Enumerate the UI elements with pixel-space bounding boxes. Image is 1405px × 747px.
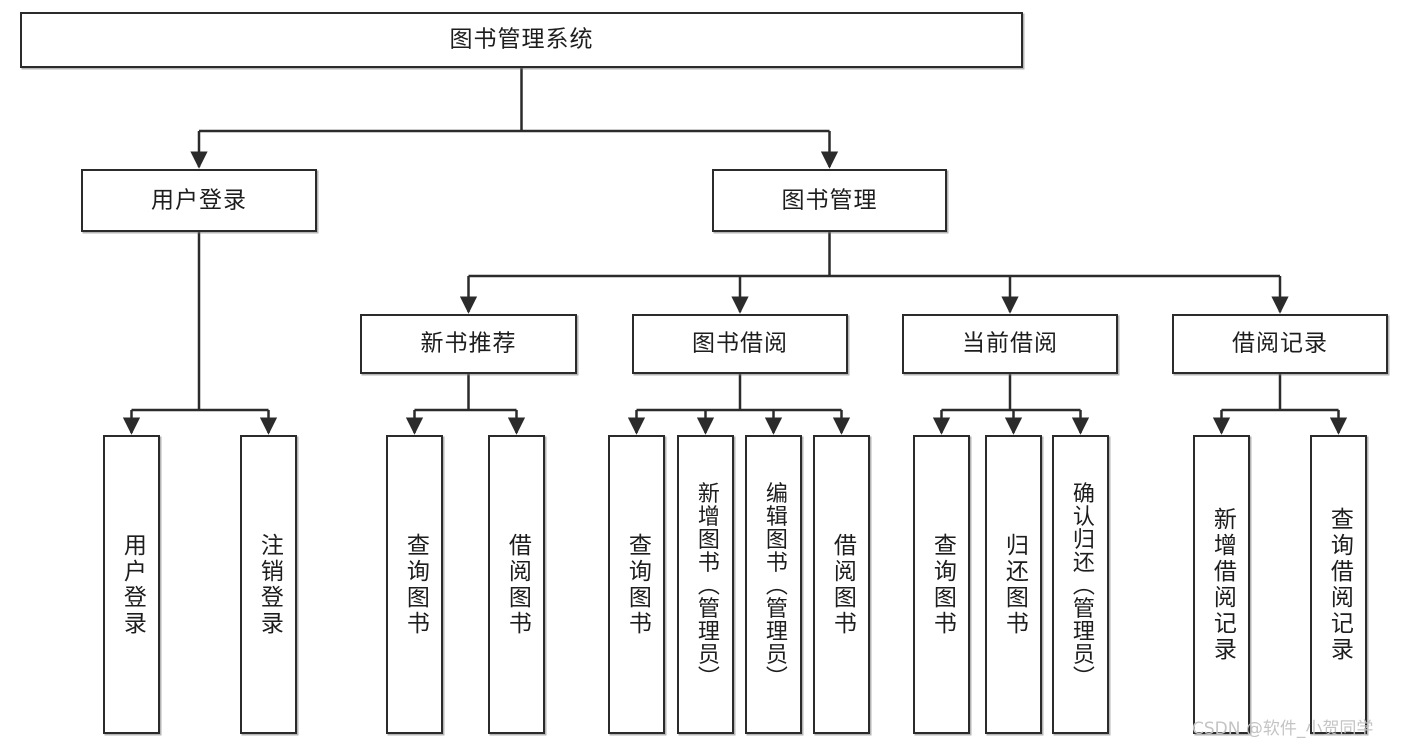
node-label-leaf-r-query: 查询借阅记录 bbox=[1326, 506, 1353, 663]
node-box-l3-new: 新书推荐 bbox=[360, 314, 577, 374]
node-box-leaf-new-query: 查询图书 bbox=[386, 435, 443, 734]
node-label-leaf-b-query: 查询图书 bbox=[624, 532, 651, 637]
node-box-leaf-r-query: 查询借阅记录 bbox=[1310, 435, 1367, 734]
node-label-leaf-b-borrow: 借阅图书 bbox=[829, 532, 856, 637]
node-box-leaf-b-edit: 编辑图书（管理员） bbox=[745, 435, 802, 734]
csdn-watermark: CSDN @软件_小贺同学 bbox=[1192, 719, 1374, 739]
node-label-leaf-user-logout: 注销登录 bbox=[256, 532, 283, 637]
node-label-leaf-user-login: 用户登录 bbox=[119, 532, 146, 637]
node-box-leaf-user-logout: 注销登录 bbox=[240, 435, 297, 734]
node-label-leaf-r-add: 新增借阅记录 bbox=[1209, 506, 1236, 663]
node-label-leaf-c-query: 查询图书 bbox=[929, 532, 956, 637]
node-label-root: 图书管理系统 bbox=[449, 26, 594, 53]
node-label-leaf-b-edit: 编辑图书（管理员） bbox=[761, 481, 787, 688]
node-label-leaf-b-add: 新增图书（管理员） bbox=[693, 481, 719, 688]
node-box-l2-book: 图书管理 bbox=[712, 169, 947, 232]
node-box-leaf-user-login: 用户登录 bbox=[103, 435, 160, 734]
node-label-l3-record: 借阅记录 bbox=[1232, 330, 1328, 357]
node-box-l3-current: 当前借阅 bbox=[902, 314, 1118, 374]
node-label-l3-current: 当前借阅 bbox=[962, 330, 1058, 357]
node-box-l3-record: 借阅记录 bbox=[1172, 314, 1388, 374]
node-box-leaf-c-return: 归还图书 bbox=[985, 435, 1042, 734]
node-label-l2-user: 用户登录 bbox=[151, 186, 247, 213]
node-box-leaf-r-add: 新增借阅记录 bbox=[1193, 435, 1250, 734]
node-box-leaf-b-borrow: 借阅图书 bbox=[813, 435, 870, 734]
node-box-l3-borrow: 图书借阅 bbox=[632, 314, 848, 374]
node-box-l2-user: 用户登录 bbox=[81, 169, 317, 232]
node-box-leaf-c-query: 查询图书 bbox=[913, 435, 970, 734]
node-label-leaf-new-borrow: 借阅图书 bbox=[504, 532, 531, 637]
node-box-root: 图书管理系统 bbox=[20, 12, 1023, 68]
node-box-leaf-b-query: 查询图书 bbox=[608, 435, 665, 734]
node-label-leaf-c-confirm: 确认归还（管理员） bbox=[1068, 481, 1094, 688]
node-label-l2-book: 图书管理 bbox=[781, 186, 878, 213]
node-box-leaf-b-add: 新增图书（管理员） bbox=[677, 435, 734, 734]
node-label-l3-borrow: 图书借阅 bbox=[692, 330, 788, 357]
node-box-leaf-c-confirm: 确认归还（管理员） bbox=[1052, 435, 1109, 734]
node-label-leaf-new-query: 查询图书 bbox=[402, 532, 429, 637]
node-label-leaf-c-return: 归还图书 bbox=[1001, 532, 1028, 637]
node-label-l3-new: 新书推荐 bbox=[420, 330, 517, 357]
node-box-leaf-new-borrow: 借阅图书 bbox=[488, 435, 545, 734]
